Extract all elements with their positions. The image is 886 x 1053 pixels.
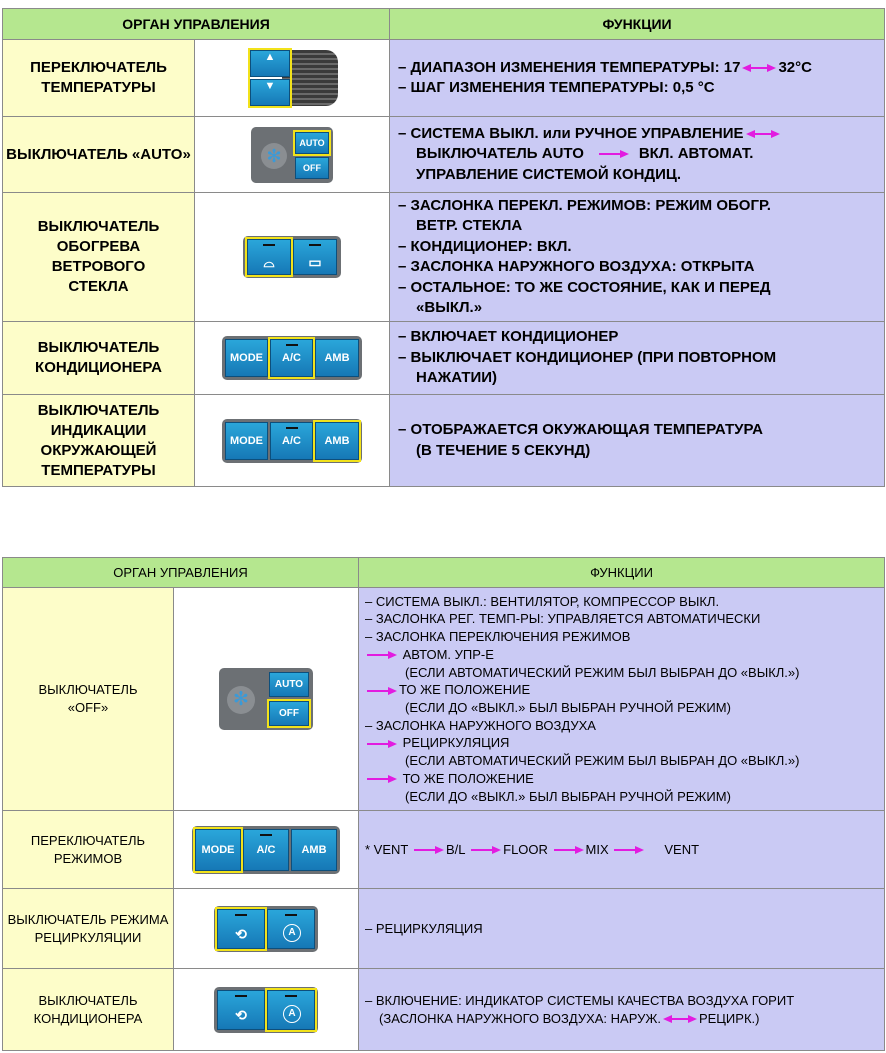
ac-button: A/C	[243, 828, 289, 871]
control-name: ВЫКЛЮЧАТЕЛЬ РЕЖИМА РЕЦИРКУЛЯЦИИ	[2, 888, 174, 969]
auto-switch-graphic: ✻ AUTO OFF	[251, 126, 333, 183]
functions-text: – ЗАСЛОНКА ПЕРЕКЛ. РЕЖИМОВ: РЕЖИМ ОБОГР.…	[389, 192, 886, 322]
recirculation-button: ⟲	[215, 906, 267, 951]
auto-air-icon: A	[283, 1004, 301, 1023]
functions-text: – РЕЦИРКУЛЯЦИЯ	[358, 888, 886, 969]
control-image: ✻ AUTO OFF	[172, 587, 360, 811]
table-row: ПЕРЕКЛЮЧАТЕЛЬ РЕЖИМОВ MODE A/C AMB * VEN…	[2, 810, 886, 889]
functions-text: – СИСТЕМА ВЫКЛ.: ВЕНТИЛЯТОР, КОМПРЕССОР …	[358, 587, 886, 811]
controls-table-1: ОРГАН УПРАВЛЕНИЯ ФУНКЦИИ ПЕРЕКЛЮЧАТЕЛЬ Т…	[1, 8, 886, 487]
auto-air-button: A	[265, 987, 317, 1032]
control-image: ▲ ▼	[193, 39, 391, 117]
table-row: ВЫКЛЮЧАТЕЛЬ РЕЖИМА РЕЦИРКУЛЯЦИИ ⟲ A – РЕ…	[2, 888, 886, 969]
temperature-switch-graphic: ▲ ▼	[246, 48, 338, 108]
header-functions: ФУНКЦИИ	[358, 557, 886, 588]
control-image: ✻ AUTO OFF	[193, 116, 391, 193]
amb-switch-graphic: MODE A/C AMB	[222, 418, 362, 463]
magenta-arrow-icon	[614, 846, 645, 855]
off-button: OFF	[267, 699, 311, 728]
off-switch-graphic: ✻ AUTO OFF	[219, 668, 313, 730]
functions-text: – ОТОБРАЖАЕТСЯ ОКУЖАЮЩАЯ ТЕМПЕРАТУРА (В …	[389, 394, 886, 487]
mode-button: MODE	[225, 339, 268, 377]
ac-button: A/C	[268, 337, 315, 379]
control-image: ⌓ ▭	[193, 192, 391, 322]
control-name: ВЫКЛЮЧАТЕЛЬ КОНДИЦИОНЕРА	[2, 321, 195, 395]
control-image: ⟲ A	[172, 888, 360, 969]
rear-defrost-button: ▭	[293, 239, 337, 275]
recirculation-icon: ⟲	[235, 925, 247, 942]
magenta-arrow-icon	[745, 129, 780, 138]
ac-button: A/C	[270, 421, 313, 460]
recirculation-switch-graphic: ⟲ A	[214, 905, 318, 952]
amb-button: AMB	[291, 828, 337, 871]
control-name: ПЕРЕКЛЮЧАТЕЛЬ ТЕМПЕРАТУРЫ	[2, 39, 195, 117]
functions-text: – ВКЛЮЧЕНИЕ: ИНДИКАТОР СИСТЕМЫ КАЧЕСТВА …	[358, 968, 886, 1051]
magenta-arrow-icon	[553, 846, 584, 855]
table-row: ВЫКЛЮЧАТЕЛЬ «AUTO» ✻ AUTO OFF – СИСТЕМА …	[2, 116, 886, 193]
mode-switch-graphic: MODE A/C AMB	[192, 825, 340, 874]
controls-table-2: ОРГАН УПРАВЛЕНИЯ ФУНКЦИИ ВЫКЛЮЧАТЕЛЬ «OF…	[1, 557, 886, 1051]
control-name: ВЫКЛЮЧАТЕЛЬ «OFF»	[2, 587, 174, 811]
fan-icon: ✻	[227, 686, 255, 714]
arrow-up-icon: ▲	[250, 50, 290, 77]
control-image: MODE A/C AMB	[193, 321, 391, 395]
recirculation-icon: ⟲	[235, 1006, 247, 1023]
windshield-defrost-button: ⌓	[245, 237, 293, 277]
control-image: MODE A/C AMB	[193, 394, 391, 487]
control-name: ВЫКЛЮЧАТЕЛЬ ИНДИКАЦИИ ОКРУЖАЮЩЕЙ ТЕМПЕРА…	[2, 394, 195, 487]
table-header: ОРГАН УПРАВЛЕНИЯ ФУНКЦИИ	[1, 557, 886, 588]
recirculation-button: ⟲	[217, 989, 265, 1030]
magenta-arrow-icon	[367, 651, 398, 660]
auto-air-icon: A	[283, 923, 301, 942]
windshield-defrost-icon: ⌓	[263, 254, 275, 270]
ac-switch-graphic: MODE A/C AMB	[222, 336, 362, 380]
rear-defrost-icon: ▭	[308, 254, 322, 270]
magenta-arrow-icon	[367, 739, 398, 748]
arrow-down-icon: ▼	[250, 79, 290, 106]
control-image: MODE A/C AMB	[172, 810, 360, 889]
magenta-arrow-icon	[367, 686, 398, 695]
table-row: ВЫКЛЮЧАТЕЛЬ КОНДИЦИОНЕРА ⟲ A – ВКЛЮЧЕНИЕ…	[2, 968, 886, 1051]
air-quality-switch-graphic: ⟲ A	[214, 986, 318, 1033]
auto-button: AUTO	[269, 672, 309, 697]
table-row: ВЫКЛЮЧАТЕЛЬ ОБОГРЕВА ВЕТРОВОГО СТЕКЛА ⌓ …	[2, 192, 886, 322]
control-name: ВЫКЛЮЧАТЕЛЬ КОНДИЦИОНЕРА	[2, 968, 174, 1051]
magenta-arrow-icon	[742, 63, 777, 72]
magenta-arrow-icon	[413, 846, 444, 855]
fan-icon: ✻	[261, 142, 287, 169]
amb-button: AMB	[315, 339, 359, 377]
functions-text: – ВКЛЮЧАЕТ КОНДИЦИОНЕР – ВЫКЛЮЧАЕТ КОНДИ…	[389, 321, 886, 395]
control-name: ВЫКЛЮЧАТЕЛЬ «AUTO»	[2, 116, 195, 193]
control-name: ПЕРЕКЛЮЧАТЕЛЬ РЕЖИМОВ	[2, 810, 174, 889]
magenta-arrow-icon	[598, 150, 629, 159]
defrost-switch-graphic: ⌓ ▭	[243, 236, 341, 278]
magenta-arrow-icon	[662, 1015, 697, 1024]
auto-air-button: A	[267, 908, 315, 949]
control-name: ВЫКЛЮЧАТЕЛЬ ОБОГРЕВА ВЕТРОВОГО СТЕКЛА	[2, 192, 195, 322]
header-control: ОРГАН УПРАВЛЕНИЯ	[1, 557, 360, 588]
functions-text: – СИСТЕМА ВЫКЛ. или РУЧНОЕ УПРАВЛЕНИЕ ВЫ…	[389, 116, 886, 193]
control-image: ⟲ A	[172, 968, 360, 1051]
mode-button: MODE	[193, 826, 243, 873]
amb-button: AMB	[313, 419, 361, 462]
header-control: ОРГАН УПРАВЛЕНИЯ	[1, 8, 391, 40]
table-row: ВЫКЛЮЧАТЕЛЬ ИНДИКАЦИИ ОКРУЖАЮЩЕЙ ТЕМПЕРА…	[2, 394, 886, 487]
header-functions: ФУНКЦИИ	[389, 8, 886, 40]
table-row: ВЫКЛЮЧАТЕЛЬ КОНДИЦИОНЕРА MODE A/C AMB – …	[2, 321, 886, 395]
table-header: ОРГАН УПРАВЛЕНИЯ ФУНКЦИИ	[1, 8, 886, 40]
table-row: ПЕРЕКЛЮЧАТЕЛЬ ТЕМПЕРАТУРЫ ▲ ▼ – ДИАПАЗОН…	[2, 39, 886, 117]
functions-text: * VENT B/L FLOOR MIX VENT	[358, 810, 886, 889]
auto-button: AUTO	[293, 129, 331, 156]
off-button: OFF	[295, 156, 329, 179]
table-row: ВЫКЛЮЧАТЕЛЬ «OFF» ✻ AUTO OFF – СИСТЕМА В…	[2, 587, 886, 811]
magenta-arrow-icon	[471, 846, 502, 855]
magenta-arrow-icon	[367, 775, 398, 784]
mode-button: MODE	[225, 421, 268, 460]
